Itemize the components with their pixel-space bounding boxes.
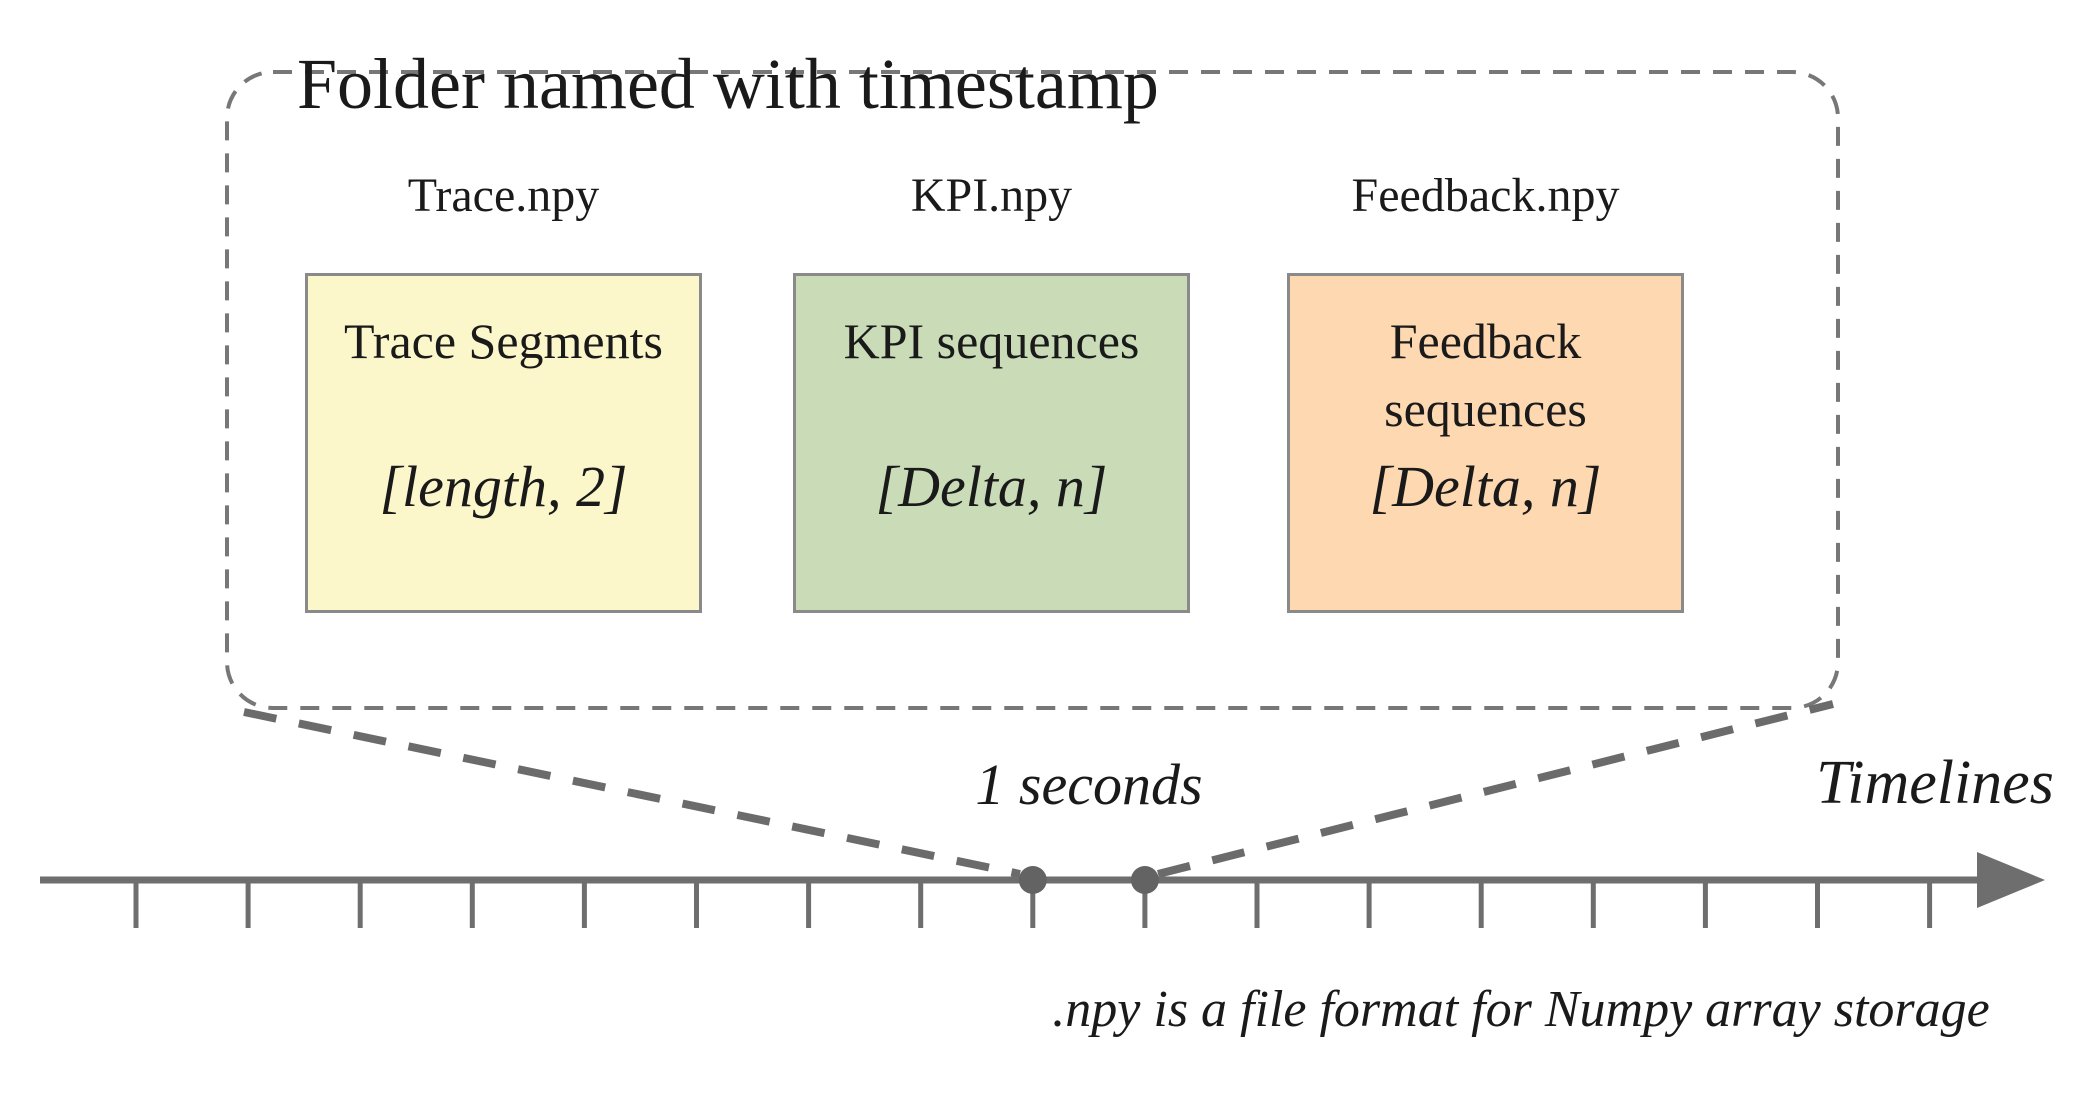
interval-marker-dot (1018, 866, 1047, 894)
interval-label: 1 seconds (975, 752, 1203, 817)
funnel-line-right (1157, 700, 1834, 878)
trace-box-content: Trace Segments (344, 313, 663, 369)
feedback-box-shape: [Delta, n] (1369, 454, 1602, 519)
interval-marker-dot (1130, 866, 1159, 894)
timeline-axis-label: Timelines (1816, 749, 2054, 817)
folder-dashed-border (225, 70, 1840, 710)
trace-box: Trace Segments [length, 2] (305, 273, 702, 613)
timeline-arrowhead-icon (1977, 852, 2045, 908)
figure-title: Folder named with timestamp (297, 44, 1159, 124)
kpi-box-shape: [Delta, n] (875, 454, 1108, 519)
file-label-feedback: Feedback.npy (1351, 169, 1620, 222)
kpi-box: KPI sequences [Delta, n] (793, 273, 1190, 613)
kpi-box-content: KPI sequences (843, 313, 1140, 369)
funnel-line-left (243, 708, 1021, 878)
npy-caption: .npy is a file format for Numpy array st… (1052, 981, 1990, 1038)
timeline-markers (1018, 866, 1159, 894)
feedback-box-content: Feedback sequences (1384, 313, 1587, 437)
file-label-kpi: KPI.npy (910, 169, 1073, 222)
file-label-trace: Trace.npy (407, 169, 600, 222)
feedback-box: Feedback sequences [Delta, n] (1287, 273, 1684, 613)
trace-box-shape: [length, 2] (379, 454, 628, 519)
